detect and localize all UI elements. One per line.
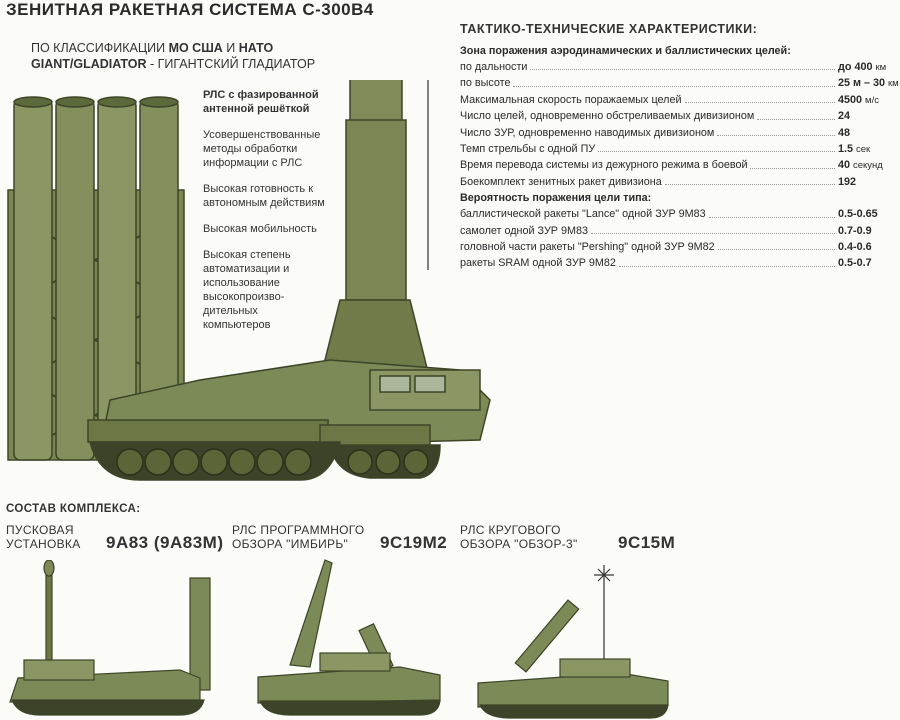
spec-value-number: 25 м – 30: [838, 77, 886, 90]
spec-value-number: 1.5: [838, 142, 854, 155]
leader-dots: [664, 174, 835, 186]
radar-mast: [319, 80, 431, 381]
classification-org1: МО США: [168, 41, 223, 55]
leader-dots: [717, 125, 835, 136]
spec-value-number: 192: [838, 175, 857, 188]
probability-label: баллистической ракеты "Lance" одной ЗУР …: [460, 208, 706, 221]
feature-item: Высокая мобильность: [203, 223, 317, 235]
feature-item: РЛС с фазированной антенной решёткой: [203, 89, 319, 115]
spec-value: до 400 км: [838, 59, 892, 75]
unit-code-imbir: 9С19М2: [380, 533, 448, 552]
spec-row: по высоте 25 м – 30 км: [460, 75, 899, 91]
classification-org2: НАТО: [238, 41, 274, 55]
imbir-radar-illustration: [257, 559, 441, 716]
classification-and: И: [222, 41, 239, 55]
probability-value: 0.7-0.9: [838, 224, 872, 237]
feature-list: РЛС с фазированной антенной решёткой Усо…: [203, 88, 328, 344]
road-wheels: [116, 448, 429, 476]
leader-dots: [591, 223, 835, 234]
specs-table: Зона поражения аэродинамических и баллис…: [460, 43, 899, 272]
feature-item: Усовершенствованные методы обработки инф…: [203, 129, 321, 169]
probability-value: 0.5-0.7: [838, 257, 872, 270]
spec-row: Число ЗУР, одновременно наводимых дивизи…: [460, 125, 892, 141]
feature-item: Высокая степень автоматизации и использо…: [203, 249, 291, 331]
leader-dots: [513, 75, 835, 87]
unit-label-line: УСТАНОВКА: [6, 537, 81, 551]
nato-classification: ПО КЛАССИФИКАЦИИ МО США И НАТО GIANT/GLA…: [31, 40, 331, 72]
probability-value: 0.4-0.6: [838, 240, 872, 253]
unit-label-line: ОБЗОРА "ОБЗОР-3": [460, 537, 578, 551]
spec-label: Число ЗУР, одновременно наводимых дивизи…: [460, 126, 715, 139]
probability-row: самолет одной ЗУР 9М83 0.7-0.9: [460, 223, 892, 239]
spec-label: Максимальная скорость поражаемых целей: [460, 93, 682, 106]
missile-canisters: [13, 96, 179, 461]
feature-item: Высокая готовность к автономным действия…: [203, 183, 325, 209]
leader-dots: [618, 255, 835, 267]
unit-label-line: РЛС ПРОГРАММНОГО: [232, 523, 365, 537]
spec-row: Максимальная скорость поражаемых целей 45…: [460, 92, 892, 108]
unit-label-line: ОБЗОРА "ИМБИРЬ": [232, 537, 349, 551]
leader-dots: [684, 92, 835, 104]
spec-value-number: 24: [838, 110, 851, 123]
spec-unit: км: [875, 62, 887, 73]
spec-label: Боекомплект зенитных ракет дивизиона: [460, 175, 662, 188]
spec-unit: км: [888, 78, 899, 90]
spec-value: 40 секунд: [838, 157, 892, 173]
unit-code-launcher: 9А83 (9А83М): [106, 533, 224, 552]
classification-suffix: - ГИГАНТСКИЙ ГЛАДИАТОР: [146, 57, 316, 71]
composition-title: СОСТАВ КОМПЛЕКСА:: [6, 503, 141, 515]
spec-value-number: 48: [838, 126, 851, 139]
classification-prefix: ПО КЛАССИФИКАЦИИ: [31, 41, 169, 55]
spec-row: Темп стрельбы с одной ПУ 1.5 сек: [460, 141, 892, 157]
spec-unit: секунд: [853, 160, 883, 172]
main-vehicle-illustration: [7, 80, 491, 481]
zone-header: Зона поражения аэродинамических и баллис…: [460, 45, 791, 57]
probability-row: баллистической ракеты "Lance" одной ЗУР …: [460, 206, 892, 222]
leader-dots: [757, 108, 835, 120]
spec-row: Время перевода системы из дежурного режи…: [460, 157, 892, 173]
spec-value-number: 40: [838, 159, 851, 172]
launcher-vehicle-illustration: [9, 560, 211, 716]
leader-dots: [708, 206, 835, 218]
probability-label: ракеты SRAM одной ЗУР 9М82: [460, 257, 616, 270]
leader-dots: [717, 239, 835, 251]
spec-label: Число целей, одновременно обстреливаемых…: [460, 110, 755, 123]
spec-value: 48: [838, 125, 892, 141]
probability-value: 0.5-0.65: [838, 208, 878, 221]
probability-header: Вероятность поражения цели типа:: [460, 192, 652, 205]
spec-value: 24: [838, 108, 892, 124]
unit-code-obzor: 9С15М: [618, 533, 676, 552]
spec-label: Время перевода системы из дежурного режи…: [460, 159, 748, 172]
spec-label: Темп стрельбы с одной ПУ: [460, 142, 596, 155]
spec-unit: м/с: [865, 94, 879, 106]
leader-dots: [530, 59, 835, 71]
spec-label: по дальности: [460, 61, 528, 73]
probability-label: головной части ракеты "Pershing" одной З…: [460, 240, 715, 253]
leader-dots: [750, 157, 835, 169]
spec-row: Число целей, одновременно обстреливаемых…: [460, 108, 892, 124]
spec-value: 192: [838, 174, 892, 190]
unit-label-line: ПУСКОВАЯ: [6, 523, 74, 537]
probability-label: самолет одной ЗУР 9М83: [460, 224, 589, 237]
nato-name: GIANT/GLADIATOR: [31, 57, 147, 71]
spec-value-number: до 400: [838, 61, 873, 73]
obzor-radar-illustration: [477, 565, 669, 719]
spec-unit: сек: [856, 143, 871, 155]
specs-title: ТАКТИКО-ТЕХНИЧЕСКИЕ ХАРАКТЕРИСТИКИ:: [460, 22, 758, 36]
spec-label: по высоте: [460, 77, 511, 90]
probability-row: ракеты SRAM одной ЗУР 9М82 0.5-0.7: [460, 255, 892, 271]
spec-value: 25 м – 30 км: [838, 75, 899, 91]
spec-row: по дальности до 400 км: [460, 59, 892, 75]
spec-value: 4500 м/с: [838, 92, 892, 108]
unit-label-line: РЛС КРУГОВОГО: [460, 523, 561, 537]
spec-value-number: 4500: [838, 93, 863, 106]
probability-row: головной части ракеты "Pershing" одной З…: [460, 239, 892, 255]
spec-value: 1.5 сек: [838, 141, 892, 157]
leader-dots: [598, 141, 835, 153]
page-title: ЗЕНИТНАЯ РАКЕТНАЯ СИСТЕМА С-300В4: [6, 0, 374, 19]
spec-row: Боекомплект зенитных ракет дивизиона 192: [460, 174, 892, 190]
